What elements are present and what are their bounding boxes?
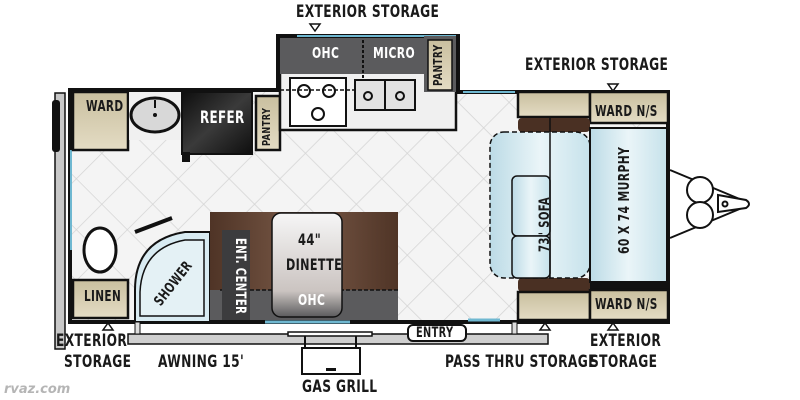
label-pantry-kitchen: PANTRY: [431, 44, 445, 86]
label-dinette: DINETTE: [286, 255, 343, 274]
murphy-bed: [589, 127, 668, 283]
label-ward-ns-bottom: WARD N/S: [595, 295, 658, 313]
label-ohc-dinette: OHC: [298, 291, 326, 309]
label-murphy-bed: 60 X 74 MURPHY: [615, 146, 633, 254]
callout-exterior-storage-top: EXTERIOR STORAGE: [296, 2, 440, 22]
callout-exterior-storage-right-bottom-line2: STORAGE: [590, 352, 658, 372]
label-ward-front: WARD: [86, 97, 124, 115]
linen-box: [71, 278, 130, 320]
label-micro: MICRO: [373, 44, 415, 62]
callout-exterior-storage-left-bottom-line1: EXTERIOR: [56, 331, 128, 351]
callout-gas-grill: GAS GRILL: [302, 377, 378, 397]
label-linen: LINEN: [84, 287, 122, 305]
callout-exterior-storage-right-bottom-line1: EXTERIOR: [590, 331, 662, 351]
ward-front-box: [71, 90, 130, 152]
refer-box: [181, 91, 253, 155]
hitch-icon: [669, 169, 750, 239]
label-sofa: 73" SOFA: [537, 196, 553, 252]
callout-awning: AWNING 15': [158, 352, 245, 372]
watermark: rvaz.com: [4, 382, 71, 397]
label-entry: ENTRY: [416, 325, 454, 341]
label-ent-center: ENT. CENTER: [232, 238, 248, 315]
callout-exterior-storage-left-bottom-line2: STORAGE: [64, 352, 132, 372]
label-ward-ns-top: WARD N/S: [595, 102, 658, 120]
label-pantry-small: PANTRY: [260, 107, 273, 146]
callout-pass-thru-storage: PASS THRU STORAGE: [445, 352, 597, 372]
entry-door: [407, 324, 467, 342]
label-refer: REFER: [200, 108, 245, 128]
callout-exterior-storage-right-top: EXTERIOR STORAGE: [525, 55, 669, 75]
label-dinette-size: 44": [298, 230, 322, 249]
label-ohc-kitchen: OHC: [312, 44, 340, 62]
